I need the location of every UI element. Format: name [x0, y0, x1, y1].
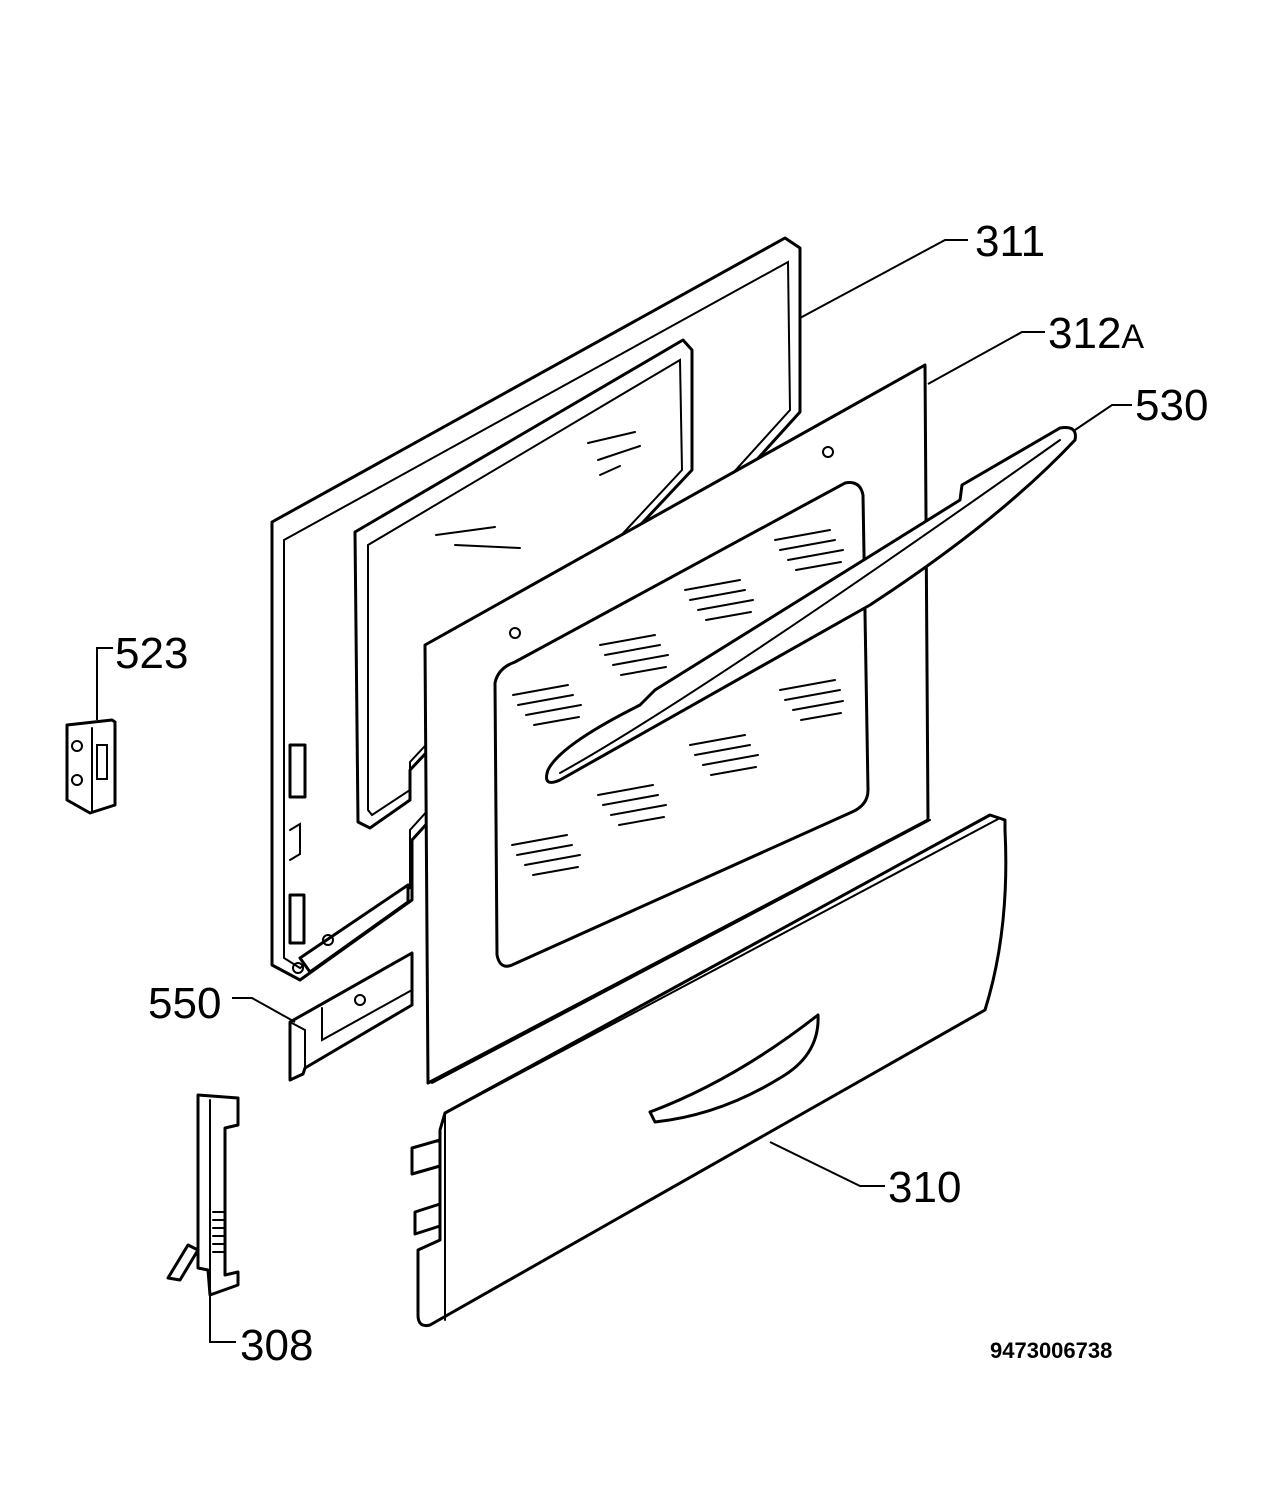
label-523: 523	[115, 629, 188, 678]
label-312a: 312A	[1048, 309, 1144, 358]
hinge	[166, 1093, 240, 1297]
hinge-cover	[65, 718, 117, 815]
label-530: 530	[1135, 381, 1208, 430]
part-labels: 311 312A 530 523 550 308 310 9473006738	[115, 217, 1208, 1370]
label-311: 311	[975, 217, 1045, 266]
bottom-profile	[288, 951, 414, 1082]
label-308: 308	[240, 1321, 313, 1370]
reference-number: 9473006738	[990, 1338, 1112, 1363]
glass-hatching	[511, 529, 844, 876]
label-310: 310	[888, 1163, 961, 1212]
drawer-front	[410, 813, 1008, 1327]
label-550: 550	[148, 979, 221, 1028]
door-handle	[545, 426, 1077, 784]
glass-panel	[423, 363, 931, 1085]
leader-lines	[96, 239, 1132, 1343]
